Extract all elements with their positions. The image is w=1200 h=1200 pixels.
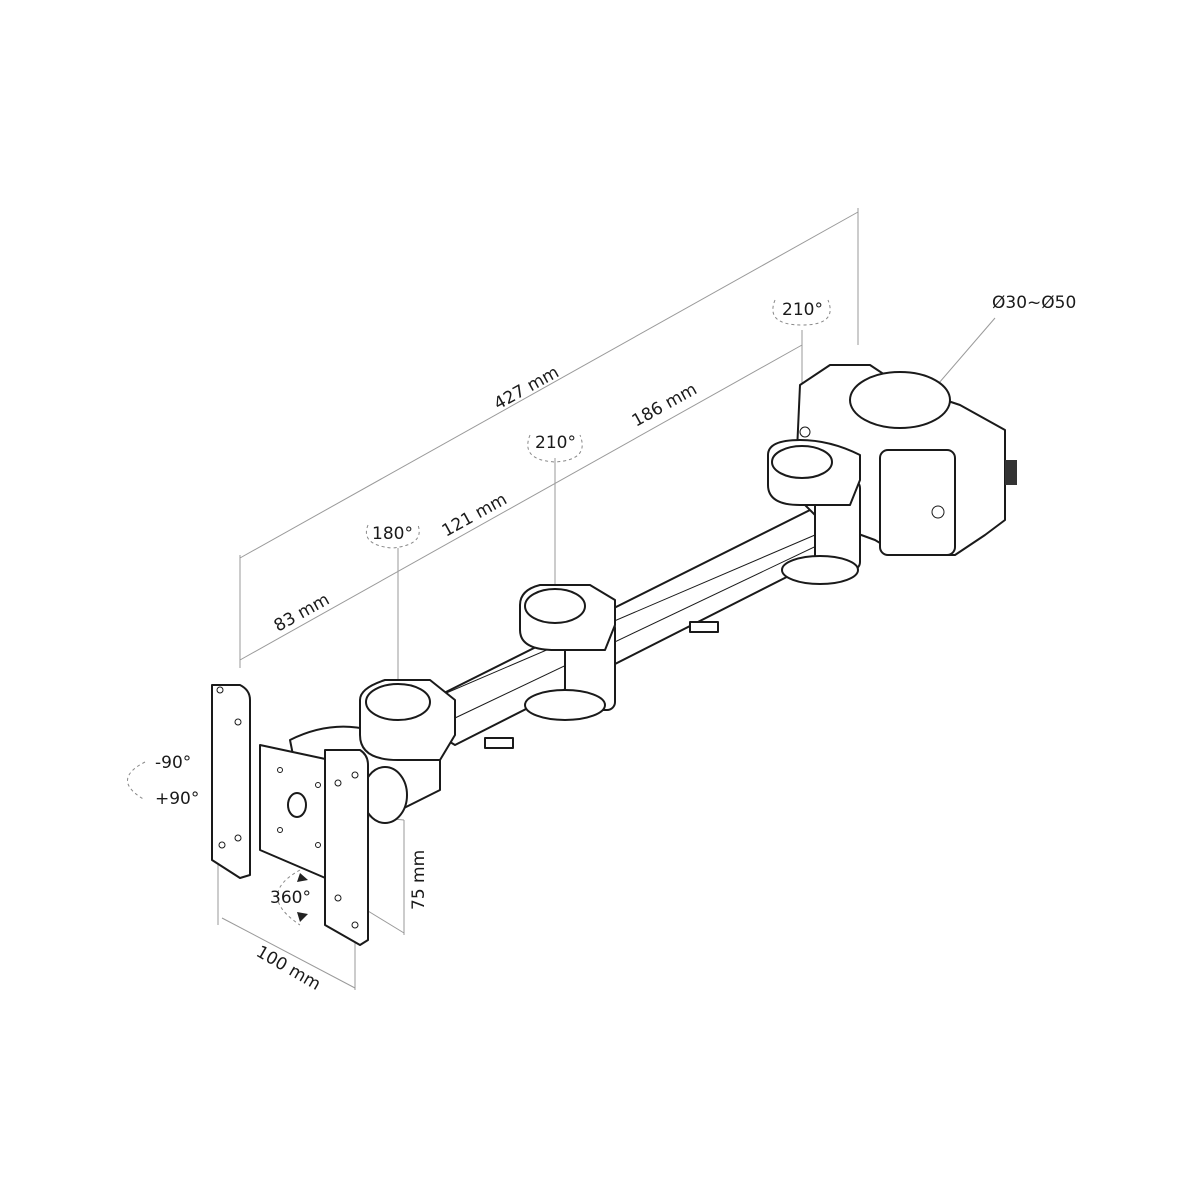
joint-3 (767, 439, 861, 585)
rot-210-mid: 210° (535, 433, 576, 453)
rotation-indicators (127, 299, 831, 926)
dim-427: 427 mm (491, 362, 563, 414)
rot-360: 360° (270, 888, 311, 908)
dim-75: 75 mm (409, 850, 429, 910)
dim-121: 121 mm (439, 489, 511, 541)
rot-plus-90: +90° (155, 789, 199, 809)
dim-100: 100 mm (253, 942, 324, 995)
joint-2 (519, 584, 616, 721)
dim-clamp-diameter: Ø30~Ø50 (992, 293, 1076, 313)
arm-beam (429, 504, 851, 749)
vesa-plates (211, 684, 369, 946)
rot-minus-90: -90° (155, 753, 191, 773)
rot-180: 180° (372, 524, 413, 544)
dim-186: 186 mm (629, 379, 701, 431)
rot-210-top: 210° (782, 300, 823, 320)
